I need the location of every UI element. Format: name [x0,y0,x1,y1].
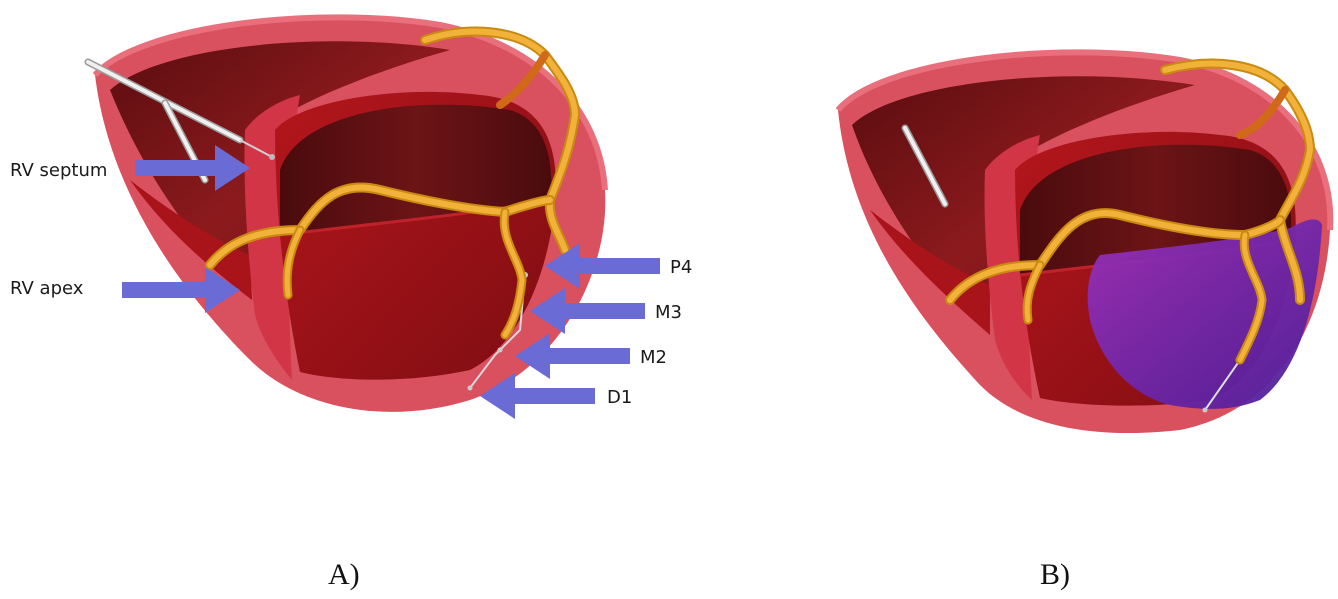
electrode-m2-a [498,348,503,353]
panel-b: B) [838,52,1330,591]
label-m3: M3 [655,302,682,323]
electrode-b-3 [1203,408,1208,413]
panel-caption-b: B) [1040,558,1070,591]
panel-caption-a: A) [328,558,360,591]
electrode-d1-a [468,386,473,391]
panel-a: RV septum RV apex P4 M3 M2 D1 A) [10,17,692,591]
label-m2: M2 [640,347,667,368]
label-rv-septum: RV septum [10,160,107,181]
label-rv-apex: RV apex [10,278,84,299]
label-d1: D1 [607,387,632,408]
label-p4: P4 [670,257,692,278]
